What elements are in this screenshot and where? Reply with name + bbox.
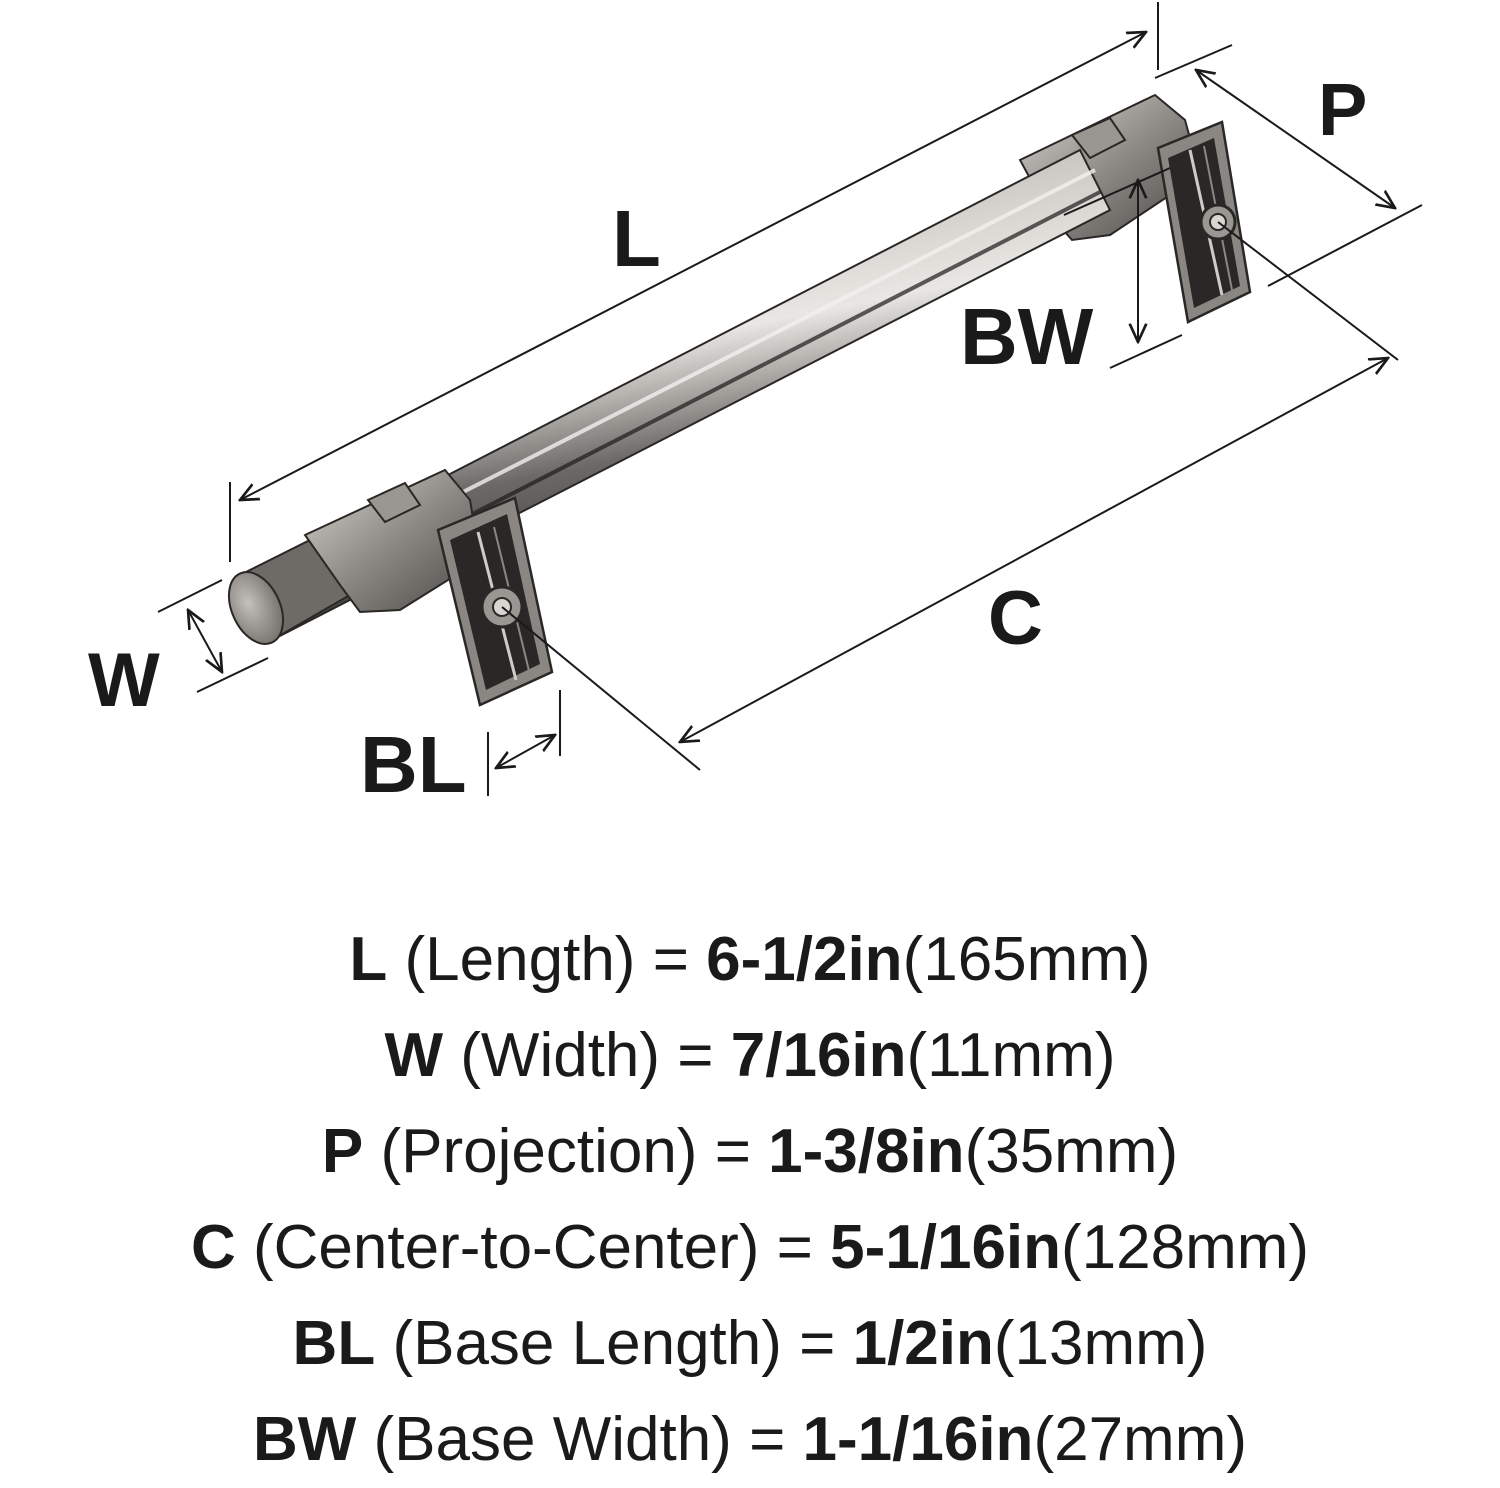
spec-code: C: [190, 1213, 236, 1282]
cabinet-pull-illustration: [227, 93, 1252, 707]
spec-row-projection: P (Projection) = 1-3/8in(35mm): [321, 1117, 1179, 1186]
bl-dimension-line: [496, 735, 555, 768]
spec-name: (Center-to-Center): [252, 1213, 760, 1282]
spec-name: (Length): [404, 925, 636, 994]
spec-name: (Base Width): [373, 1405, 732, 1474]
p-dimension-line: [1196, 70, 1395, 208]
spec-row-center-to-center: C (Center-to-Center) = 5-1/16in(128mm): [190, 1213, 1310, 1282]
cabinet-pull-dimension-diagram: L P BW C W BL: [88, 2, 1423, 809]
spec-imperial-value: 1-3/8in: [768, 1117, 965, 1186]
spec-metric-value: (27mm): [1033, 1405, 1247, 1474]
spec-metric-value: (13mm): [993, 1309, 1208, 1378]
spec-metric-value: (165mm): [902, 925, 1151, 994]
spec-code: BL: [292, 1309, 376, 1378]
spec-row-base-width: BW (Base Width) = 1-1/16in(27mm): [252, 1405, 1247, 1474]
label-c: C: [988, 576, 1043, 661]
p-extension-top: [1154, 44, 1233, 79]
w-extension-bottom: [196, 657, 269, 693]
spec-code: L: [349, 925, 388, 994]
c-extension-right: [1217, 221, 1399, 361]
spec-code: P: [321, 1117, 364, 1186]
label-bl: BL: [360, 720, 467, 809]
w-extension-top: [157, 579, 223, 613]
w-dimension-line: [188, 610, 222, 672]
label-w: W: [88, 638, 160, 723]
spec-row-width: W (Width) = 7/16in(11mm): [384, 1021, 1116, 1090]
dimension-lines: [157, 2, 1423, 796]
c-dimension-line: [680, 358, 1388, 742]
p-extension-bottom: [1267, 204, 1423, 287]
spec-imperial-value: 1-1/16in: [802, 1405, 1034, 1474]
spec-imperial-value: 1/2in: [852, 1309, 994, 1378]
spec-imperial-value: 7/16in: [730, 1021, 907, 1090]
spec-metric-value: (128mm): [1061, 1213, 1310, 1282]
spec-name: (Projection): [380, 1117, 698, 1186]
spec-imperial-value: 5-1/16in: [830, 1213, 1062, 1282]
spec-name: (Width): [460, 1021, 661, 1090]
bw-extension-bottom: [1109, 334, 1183, 369]
label-bw: BW: [960, 292, 1094, 381]
spec-row-length: L (Length) = 6-1/2in(165mm): [349, 925, 1151, 994]
bw-extension-top: [1063, 167, 1171, 216]
l-dimension-line: [240, 32, 1146, 500]
left-post: [303, 468, 554, 707]
spec-metric-value: (35mm): [964, 1117, 1179, 1186]
dimension-labels: L P BW C W BL: [88, 68, 1367, 809]
spec-code: BW: [252, 1405, 357, 1474]
spec-imperial-value: 6-1/2in: [706, 925, 903, 994]
label-p: P: [1318, 68, 1367, 151]
dimension-spec-list: L (Length) = 6-1/2in(165mm) W (Width) = …: [0, 912, 1500, 1488]
spec-row-base-length: BL (Base Length) = 1/2in(13mm): [292, 1309, 1208, 1378]
spec-metric-value: (11mm): [906, 1021, 1116, 1090]
c-extension-left: [501, 606, 701, 771]
spec-code: W: [384, 1021, 444, 1090]
spec-name: (Base Length): [392, 1309, 782, 1378]
label-l: L: [612, 194, 661, 283]
